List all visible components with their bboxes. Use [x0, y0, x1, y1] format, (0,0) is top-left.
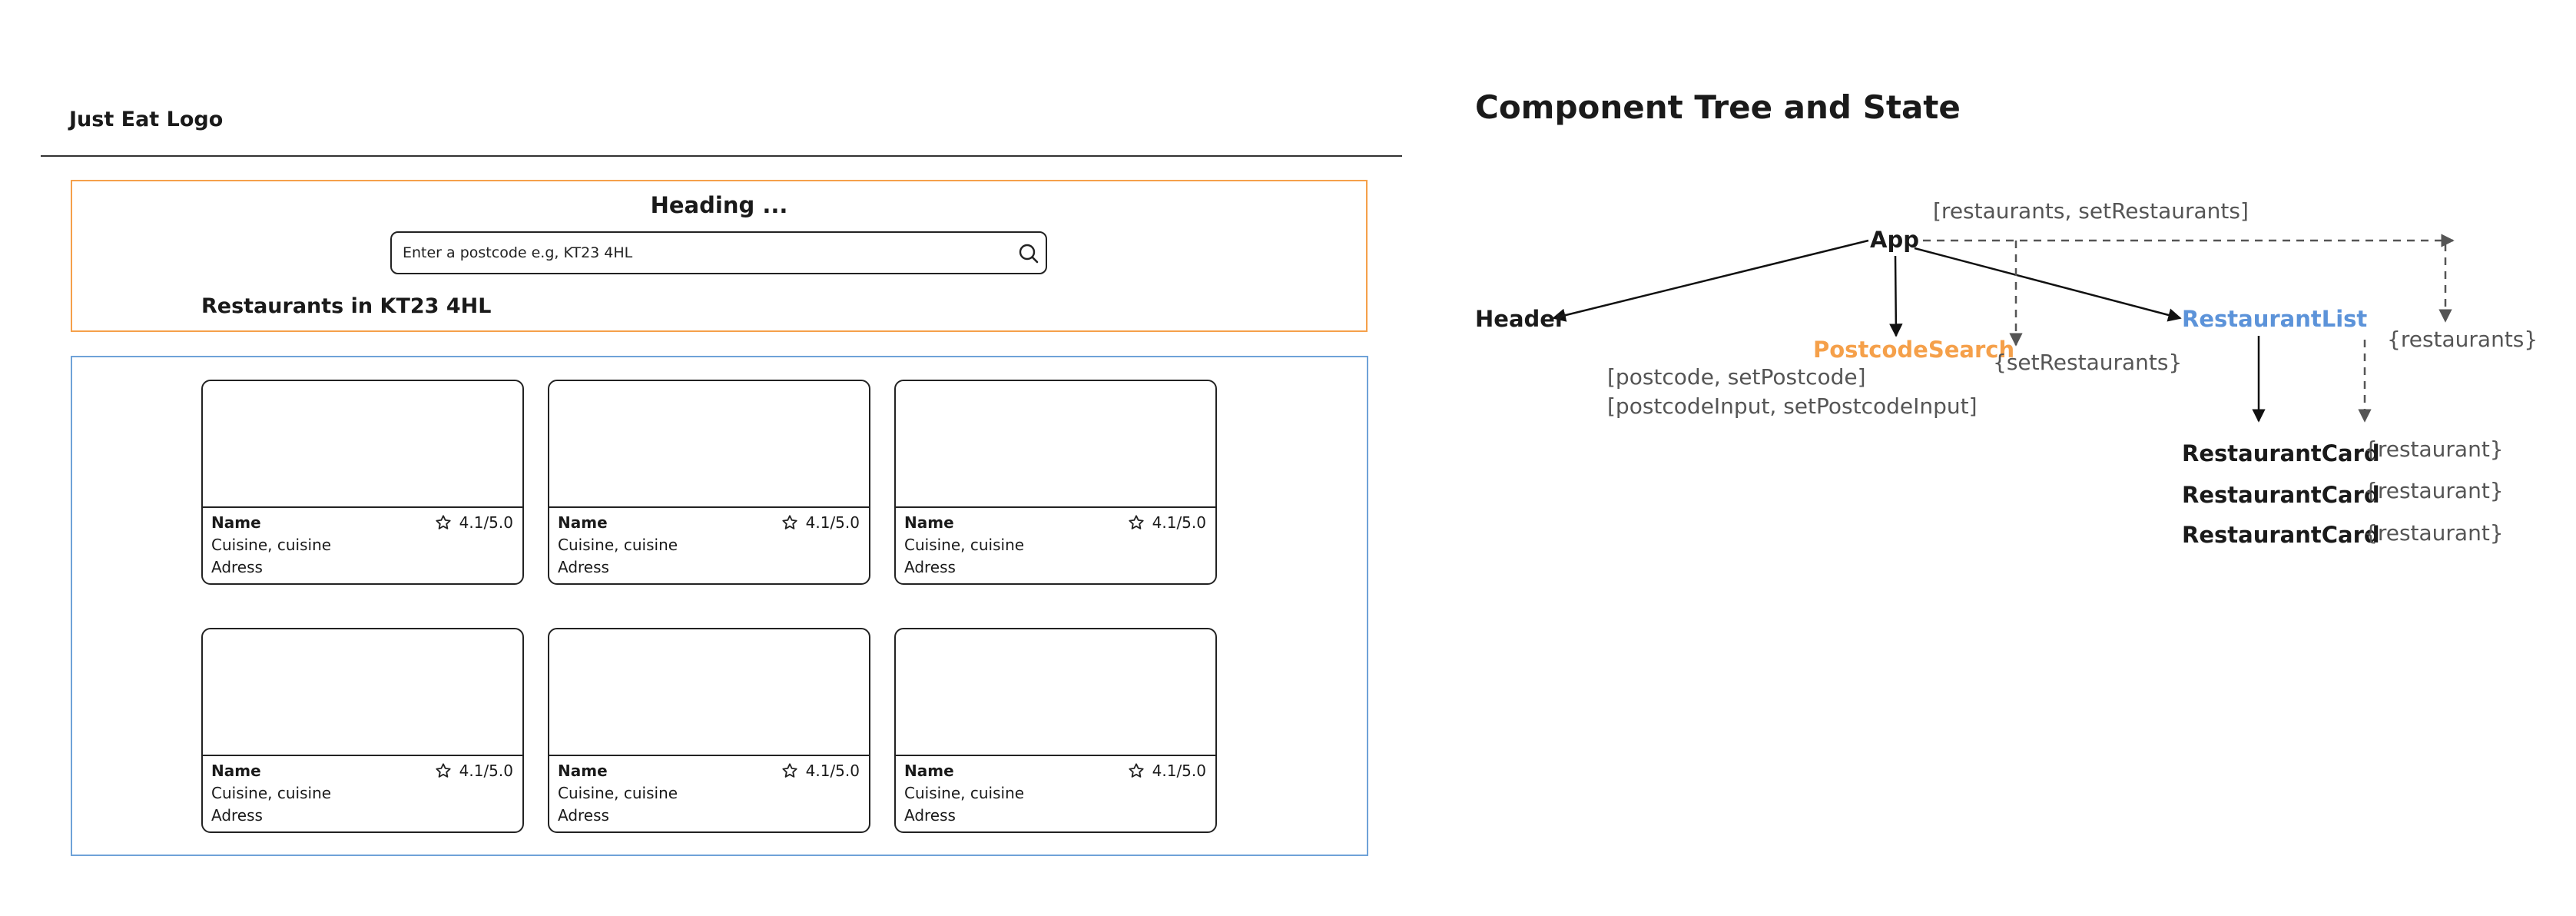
node-header: Header [1475, 306, 1566, 332]
restaurant-name: Name [904, 513, 954, 532]
restaurant-image [896, 381, 1215, 508]
prop-restaurant: {restaurant} [2364, 436, 2504, 462]
rating-value: 4.1/5.0 [1152, 513, 1206, 532]
search-icon[interactable] [1016, 241, 1041, 266]
restaurant-image [203, 381, 522, 508]
results-title: Restaurants in KT23 4HL [201, 294, 492, 318]
restaurant-address: Adress [211, 558, 263, 576]
restaurant-name: Name [904, 762, 954, 780]
header-divider [41, 155, 1402, 157]
restaurant-rating: 4.1/5.0 [781, 513, 860, 532]
restaurant-rating: 4.1/5.0 [1128, 762, 1206, 780]
edge-app-postcode-search [1889, 255, 1903, 337]
prop-restaurant: {restaurant} [2364, 520, 2504, 546]
restaurant-image [896, 629, 1215, 756]
rating-value: 4.1/5.0 [459, 762, 513, 780]
restaurant-cuisine: Cuisine, cuisine [211, 536, 332, 554]
prop-set-restaurants: {setRestaurants} [1993, 350, 2183, 375]
restaurant-address: Adress [558, 558, 609, 576]
restaurant-image [203, 629, 522, 756]
postcode-search-state-postcode: [postcode, setPostcode] [1607, 364, 1866, 390]
node-restaurant-list: RestaurantList [2182, 306, 2368, 332]
restaurant-rating: 4.1/5.0 [435, 513, 513, 532]
restaurant-name: Name [558, 762, 608, 780]
restaurant-cuisine: Cuisine, cuisine [211, 784, 332, 802]
restaurant-list-section [71, 356, 1368, 856]
restaurant-address: Adress [904, 806, 956, 825]
postcode-search-state-input: [postcodeInput, setPostcodeInput] [1607, 393, 1978, 419]
restaurant-cuisine: Cuisine, cuisine [558, 784, 678, 802]
rating-value: 4.1/5.0 [459, 513, 513, 532]
restaurant-name: Name [211, 762, 261, 780]
star-icon [782, 763, 797, 778]
restaurant-rating: 4.1/5.0 [1128, 513, 1206, 532]
edge-app-header [1552, 239, 1869, 322]
node-restaurant-card: RestaurantCard [2182, 440, 2380, 466]
restaurant-address: Adress [211, 806, 263, 825]
star-icon [436, 763, 451, 778]
restaurant-image [549, 381, 869, 508]
restaurant-cuisine: Cuisine, cuisine [904, 536, 1025, 554]
star-icon [1129, 515, 1144, 529]
restaurant-address: Adress [904, 558, 956, 576]
postcode-search-section [71, 180, 1368, 332]
node-restaurant-card: RestaurantCard [2182, 522, 2380, 548]
app-state: [restaurants, setRestaurants] [1933, 198, 2249, 224]
restaurant-rating: 4.1/5.0 [435, 762, 513, 780]
logo-text: Just Eat Logo [69, 108, 224, 131]
search-box [390, 231, 1047, 274]
postcode-search-input[interactable] [403, 240, 994, 266]
restaurant-cuisine: Cuisine, cuisine [558, 536, 678, 554]
tree-title: Component Tree and State [1475, 88, 1961, 126]
page-heading: Heading ... [650, 192, 788, 218]
star-icon [782, 515, 797, 529]
restaurant-name: Name [558, 513, 608, 532]
restaurant-address: Adress [558, 806, 609, 825]
rating-value: 4.1/5.0 [805, 513, 860, 532]
prop-restaurant: {restaurant} [2364, 478, 2504, 503]
edge-app-restaurant-list [1914, 247, 2182, 322]
star-icon [436, 515, 451, 529]
restaurant-name: Name [211, 513, 261, 532]
restaurant-rating: 4.1/5.0 [781, 762, 860, 780]
restaurant-image [549, 629, 869, 756]
prop-restaurants: {restaurants} [2387, 327, 2538, 352]
node-postcode-search: PostcodeSearch [1813, 337, 2015, 363]
rating-value: 4.1/5.0 [1152, 762, 1206, 780]
restaurant-cuisine: Cuisine, cuisine [904, 784, 1025, 802]
node-restaurant-card: RestaurantCard [2182, 482, 2380, 508]
node-app: App [1870, 227, 1919, 253]
star-icon [1129, 763, 1144, 778]
rating-value: 4.1/5.0 [805, 762, 860, 780]
